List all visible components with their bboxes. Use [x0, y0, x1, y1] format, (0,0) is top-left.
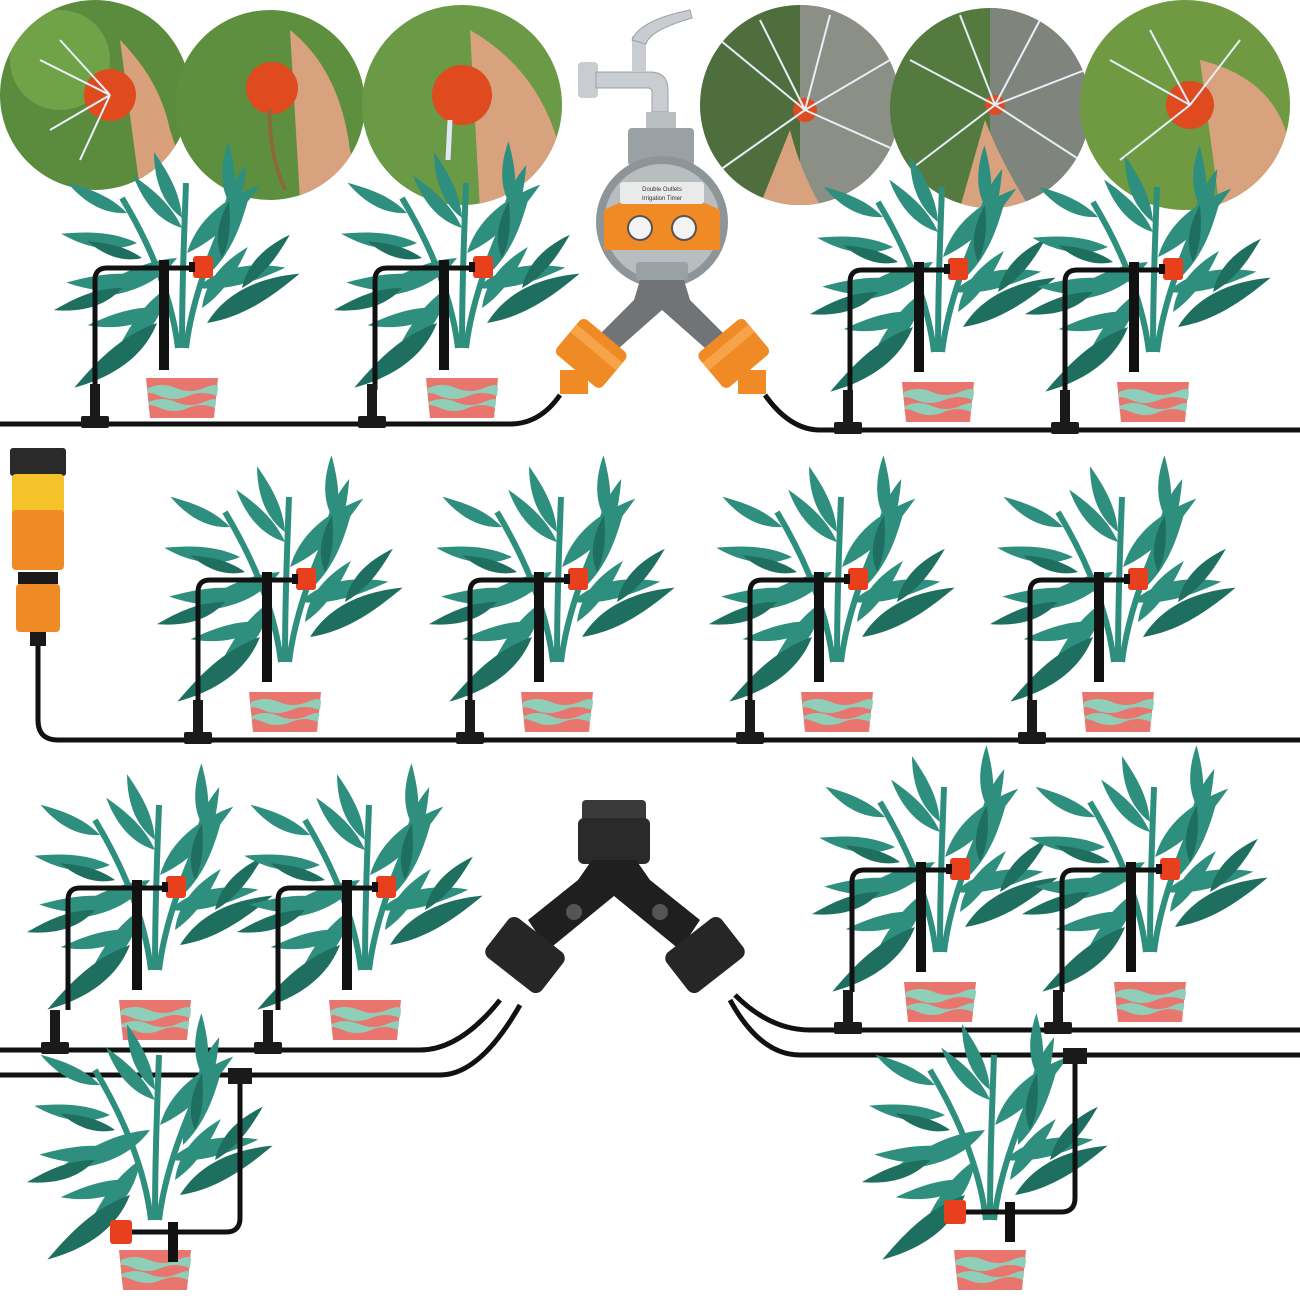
- potted-plant-icon: [990, 455, 1236, 744]
- potted-plant-icon: [1022, 745, 1268, 1034]
- timer-dial-left[interactable]: [627, 215, 653, 241]
- tube-row-2: [35, 646, 1300, 743]
- y-splitter-icon: [555, 280, 770, 394]
- valve-knob-right[interactable]: [652, 904, 668, 920]
- sprinkler-nozzle-icon: [944, 1200, 966, 1224]
- valve-knob-left[interactable]: [566, 904, 582, 920]
- potted-plant-icon: [27, 763, 273, 1054]
- timer-label-bottom: Irrigation Timer: [642, 196, 682, 202]
- sprinkler-nozzle-icon: [110, 1220, 132, 1244]
- potted-plant-icon: [157, 455, 403, 744]
- potted-plant-icon: [862, 1013, 1108, 1290]
- potted-plant-icon: [429, 455, 675, 744]
- timer-dial-right[interactable]: [671, 215, 697, 241]
- nozzle-photo-3: [362, 5, 562, 205]
- nozzle-photo-6: [1080, 0, 1290, 210]
- tube-row-3: [0, 993, 1300, 1078]
- faucet-icon: [578, 9, 693, 113]
- potted-plant-icon: [709, 455, 955, 744]
- tube-row-1: [0, 393, 1300, 433]
- quick-connector-icon: [10, 448, 66, 646]
- water-timer-icon: Double Outlets Irrigation Timer: [596, 112, 728, 288]
- potted-plant-icon: [27, 1013, 273, 1290]
- nozzle-photo-1: [0, 0, 190, 190]
- nozzle-photo-2: [175, 10, 365, 200]
- y-splitter-icon: [485, 800, 745, 994]
- timer-label-top: Double Outlets: [642, 187, 682, 193]
- potted-plant-icon: [812, 745, 1058, 1034]
- nozzle-photo-4: [700, 5, 900, 205]
- potted-plant-icon: [237, 763, 483, 1054]
